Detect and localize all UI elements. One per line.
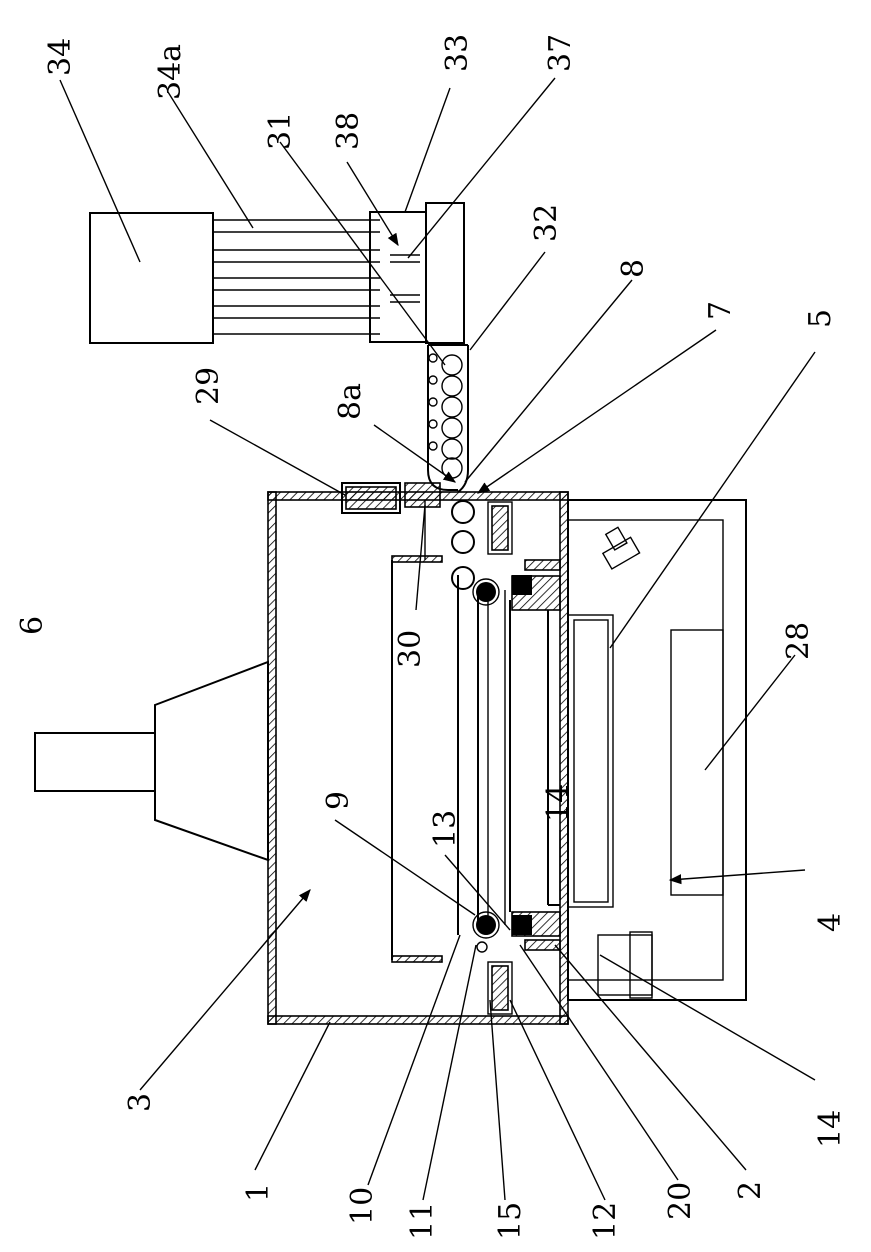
label-30: 30: [393, 630, 428, 668]
label-14-upper: 14: [541, 784, 576, 822]
label-33: 33: [440, 34, 475, 72]
rollers: [452, 501, 499, 952]
label-15: 15: [493, 1202, 528, 1240]
leader-lines: [60, 78, 815, 1200]
label-8: 8: [616, 259, 651, 278]
control-unit: [90, 203, 464, 343]
label-38: 38: [331, 112, 366, 150]
housing: [268, 492, 568, 1024]
label-14-right: 14: [813, 1110, 848, 1148]
label-1: 1: [241, 1183, 276, 1202]
label-31: 31: [263, 112, 298, 150]
label-2: 2: [733, 1181, 768, 1200]
label-3: 3: [123, 1093, 158, 1112]
label-32: 32: [529, 204, 564, 242]
label-8a: 8a: [333, 383, 368, 420]
label-28: 28: [781, 622, 816, 660]
label-37: 37: [543, 34, 578, 72]
inner-tank: [392, 556, 560, 962]
label-7: 7: [703, 301, 738, 320]
label-13: 13: [428, 810, 463, 848]
label-34: 34: [43, 38, 78, 76]
part-29: [342, 483, 440, 560]
label-20: 20: [663, 1182, 698, 1220]
hopper: [35, 662, 268, 860]
clamp-blocks: [512, 560, 560, 950]
label-29: 29: [191, 367, 226, 405]
label-11: 11: [405, 1202, 440, 1240]
label-34a: 34a: [153, 44, 188, 100]
label-12: 12: [588, 1202, 623, 1240]
label-9: 9: [321, 791, 356, 810]
label-10: 10: [345, 1187, 380, 1225]
lower-cabinet: [568, 500, 746, 1000]
label-4: 4: [813, 913, 848, 932]
label-6: 6: [15, 616, 50, 635]
feed-tube: [428, 345, 468, 492]
label-5: 5: [803, 309, 838, 328]
